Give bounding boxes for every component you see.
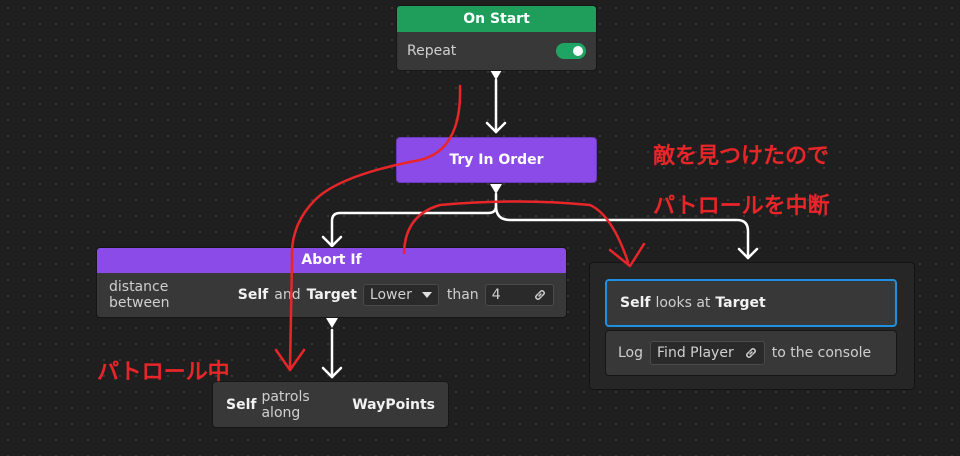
log-message: Find Player — [657, 345, 734, 361]
comparison-value: Lower — [369, 287, 412, 303]
self-var[interactable]: Self — [237, 287, 269, 303]
repeat-row: Repeat — [397, 32, 596, 70]
comparison-dropdown[interactable]: Lower — [362, 284, 439, 306]
abort-if-node[interactable]: Abort If distance between Self and Targe… — [96, 247, 567, 318]
annotation-found-enemy-line1: 敵を見つけたので — [653, 144, 830, 169]
look-text: looks at — [655, 295, 711, 311]
try-in-order-title: Try In Order — [449, 152, 544, 168]
threshold-field[interactable]: 4 — [484, 284, 554, 306]
on-start-header: On Start — [397, 6, 596, 32]
patrol-self-var[interactable]: Self — [226, 396, 257, 413]
waypoints-var[interactable]: WayPoints — [352, 396, 435, 413]
on-start-node[interactable]: On Start Repeat — [396, 5, 597, 71]
abort-if-header: Abort If — [97, 248, 566, 273]
patrol-row: Self patrols along WayPoints — [213, 382, 448, 427]
link-icon[interactable] — [533, 288, 547, 302]
threshold-value: 4 — [491, 287, 501, 303]
abort-condition-row: distance between Self and Target Lower t… — [97, 273, 566, 317]
annotation-found-enemy-line2: パトロールを中断 — [653, 194, 830, 219]
try-in-order-node[interactable]: Try In Order — [396, 137, 597, 183]
sequence-group[interactable]: Self looks at Target Log Find Player to … — [589, 262, 915, 390]
and-text: and — [274, 287, 301, 303]
log-suffix: to the console — [771, 345, 872, 361]
log-message-field[interactable]: Find Player — [650, 341, 765, 365]
target-var[interactable]: Target — [306, 287, 357, 303]
chevron-down-icon — [421, 292, 432, 298]
log-node[interactable]: Log Find Player to the console — [605, 330, 897, 376]
patrol-text: patrols along — [261, 388, 310, 421]
log-prefix: Log — [618, 345, 644, 361]
log-row: Log Find Player to the console — [606, 331, 896, 375]
than-text: than — [446, 287, 479, 303]
link-icon[interactable] — [744, 346, 758, 360]
look-target-var[interactable]: Target — [715, 295, 766, 311]
look-at-row: Self looks at Target — [607, 281, 895, 325]
look-self-var[interactable]: Self — [620, 295, 651, 311]
annotation-patrolling: パトロール中 — [97, 360, 230, 385]
distance-text: distance between — [109, 279, 170, 311]
repeat-label: Repeat — [407, 43, 457, 59]
repeat-toggle[interactable] — [556, 43, 586, 59]
patrol-node[interactable]: Self patrols along WayPoints — [212, 381, 449, 428]
look-at-node[interactable]: Self looks at Target — [605, 279, 897, 327]
